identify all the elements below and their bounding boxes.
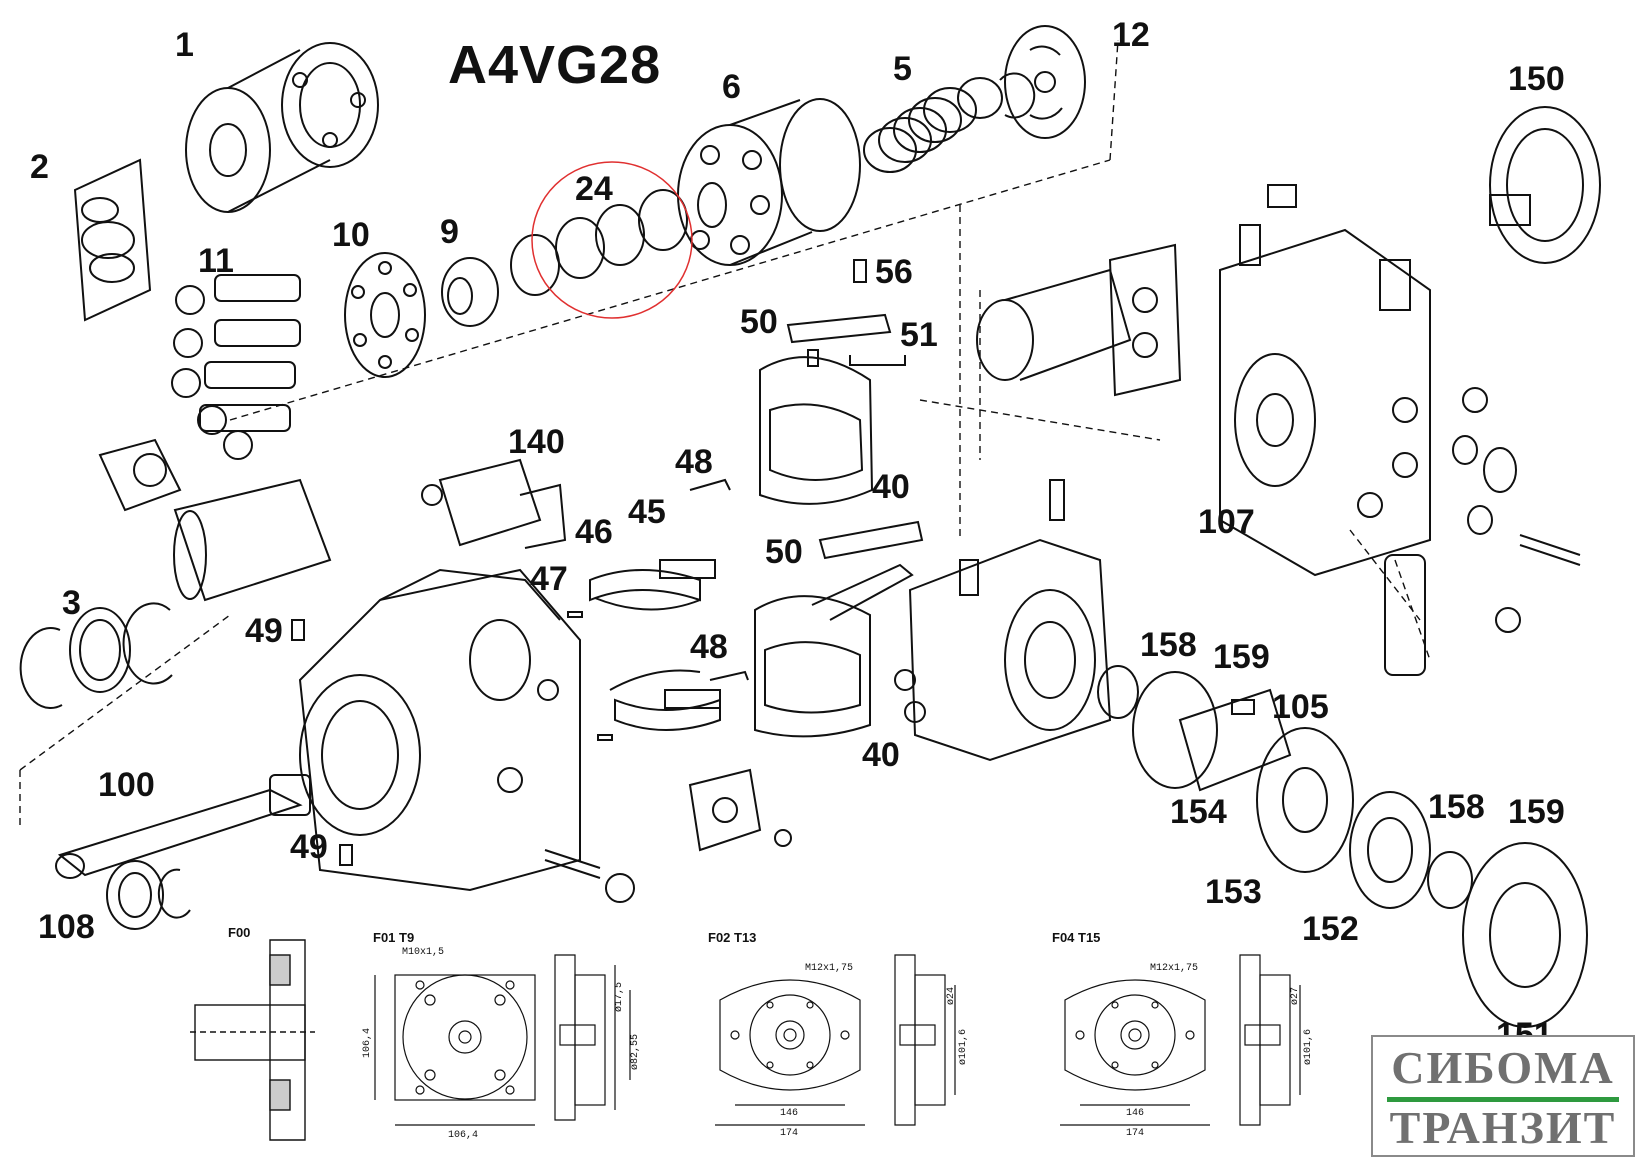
- logo-line1: СИБОМА: [1391, 1042, 1615, 1093]
- f02-flange: [715, 954, 956, 1126]
- charge-pump-filter: [98, 438, 332, 602]
- logo-line2: ТРАНЗИТ: [1389, 1102, 1617, 1153]
- f02-inner-dim: 146: [780, 1108, 799, 1119]
- f02-dia-large: ø101,6: [958, 1028, 969, 1065]
- seal-kit-bag: [73, 158, 152, 322]
- f04-inner-dim: 146: [1126, 1108, 1145, 1119]
- part-label: 47: [530, 560, 568, 598]
- part-label: 49: [290, 828, 328, 866]
- part-label: 24: [575, 170, 613, 208]
- part-label: 107: [1198, 503, 1255, 541]
- logo-accent-bar: [1387, 1097, 1619, 1102]
- pistons-drawing: [171, 274, 301, 460]
- variant-f02-label: F02 T13: [708, 930, 757, 945]
- valve-plate-drawing: [1004, 25, 1086, 139]
- plugs-small: [291, 619, 635, 903]
- f02-outer-dim: 174: [780, 1128, 799, 1139]
- f01-dia-small: ø17,5: [614, 981, 625, 1012]
- through-drive-parts: [1097, 665, 1588, 1028]
- part-label: 51: [900, 316, 938, 354]
- model-title: A4VG28: [448, 35, 662, 95]
- shaft-seal-drawing: [106, 860, 191, 930]
- part-label: 50: [765, 533, 803, 571]
- shim-rings: [510, 189, 688, 296]
- part-label: 153: [1205, 873, 1262, 911]
- variant-f00-label: F00: [228, 925, 251, 940]
- f01-width-dim: 106,4: [448, 1130, 479, 1141]
- assembly-lines: [19, 39, 1431, 830]
- relief-valves: [1384, 387, 1581, 676]
- part-label: 158: [1428, 788, 1485, 826]
- part-label: 9: [440, 213, 459, 251]
- part-label: 100: [98, 766, 155, 804]
- part-label: 40: [872, 468, 910, 506]
- part-label: 10: [332, 216, 370, 254]
- f04-thread: M12x1,75: [1150, 963, 1199, 974]
- f01-thread: M10x1,5: [402, 947, 445, 958]
- variant-f01-label: F01 T9: [373, 930, 415, 945]
- part-label: 158: [1140, 626, 1197, 664]
- part-label: 150: [1508, 60, 1565, 98]
- highlight-ring: [531, 161, 693, 319]
- part-label: 159: [1213, 638, 1270, 676]
- f04-outer-dim: 174: [1126, 1128, 1145, 1139]
- part-label: 154: [1170, 793, 1227, 831]
- drive-shaft-drawing: [55, 774, 311, 879]
- part-label: 159: [1508, 793, 1565, 831]
- f04-dia-small: ø27: [1290, 986, 1301, 1005]
- part-label: 56: [875, 253, 913, 291]
- part-label: 152: [1302, 910, 1359, 948]
- variant-f04-label: F04 T15: [1052, 930, 1101, 945]
- part-label: 50: [740, 303, 778, 341]
- charge-pump-drawing: [1489, 106, 1601, 264]
- circlip-set: [19, 602, 173, 709]
- pto-housing-drawing: [894, 479, 1112, 762]
- part-label: 105: [1272, 688, 1329, 726]
- retaining-plate-drawing: [344, 252, 426, 378]
- f04-flange: [1060, 954, 1301, 1126]
- ball-guide-drawing: [441, 257, 499, 327]
- spring-drawing: [863, 72, 1036, 173]
- swashplate-upper: [759, 349, 874, 505]
- part-label: 12: [1112, 16, 1150, 54]
- f04-dia-large: ø101,6: [1303, 1028, 1314, 1065]
- part-label: 11: [198, 242, 234, 280]
- part-label: 1: [175, 26, 194, 64]
- company-logo: СИБОМА ТРАНЗИТ: [1371, 1035, 1635, 1157]
- part-label: 6: [722, 68, 741, 106]
- adjustment-plate: [688, 768, 792, 852]
- bearing-halves: [567, 478, 749, 741]
- solenoid-valve-drawing: [421, 458, 567, 549]
- f01-dia-large: ø82,55: [630, 1033, 641, 1070]
- f02-thread: M12x1,75: [805, 963, 854, 974]
- cylinder-kit-drawing: [185, 42, 379, 213]
- part-label: 108: [38, 908, 95, 946]
- f00-section: [190, 939, 315, 1141]
- pump-housing-drawing: [298, 568, 581, 892]
- part-label: 48: [675, 443, 713, 481]
- part-label: 2: [30, 148, 49, 186]
- swashplate-lower: [754, 563, 914, 738]
- part-label: 48: [690, 628, 728, 666]
- f01-height-dim: 106,4: [362, 1027, 373, 1058]
- stop-plates: [786, 259, 924, 560]
- part-label: 49: [245, 612, 283, 650]
- f01-flange: [374, 954, 631, 1126]
- part-label: 46: [575, 513, 613, 551]
- part-label: 3: [62, 584, 81, 622]
- f02-dia-small: ø24: [946, 986, 957, 1005]
- part-label: 45: [628, 493, 666, 531]
- part-label: 140: [508, 423, 565, 461]
- servo-cylinder-drawing: [976, 243, 1182, 397]
- part-label: 5: [893, 50, 912, 88]
- rear-cover-drawing: [1219, 184, 1431, 577]
- cylinder-block-drawing: [677, 98, 861, 266]
- part-label: 40: [862, 736, 900, 774]
